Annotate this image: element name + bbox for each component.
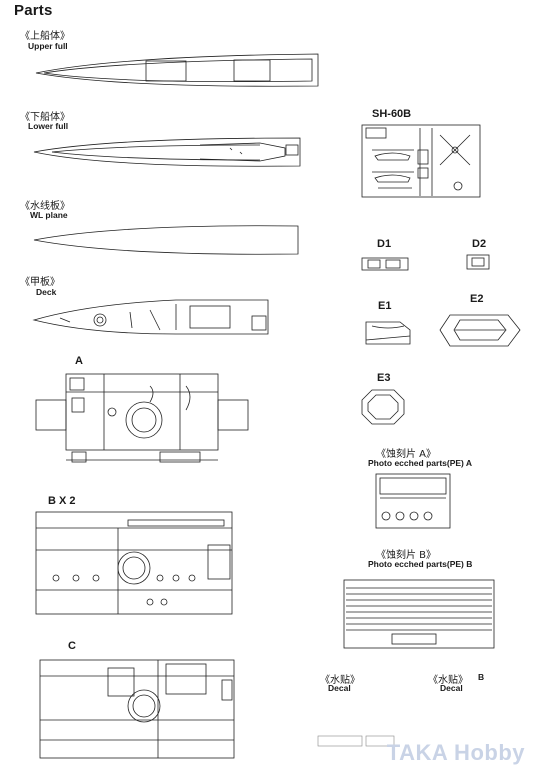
pe-a-cn-label: 《蚀刻片 A》 bbox=[376, 449, 437, 460]
lower-hull-drawing bbox=[33, 137, 301, 167]
sh60b-sprue-drawing bbox=[361, 124, 481, 198]
pe-a-drawing bbox=[375, 473, 451, 529]
e2-label: E2 bbox=[470, 293, 484, 305]
decal-a-cn-label: 《水贴》 bbox=[320, 675, 360, 686]
deck-cn-label: 《甲板》 bbox=[20, 277, 60, 288]
decal-b-cn-label: 《水贴》 bbox=[428, 675, 468, 686]
d2-part-drawing bbox=[466, 254, 490, 270]
pe-a-en-label: Photo ecched parts(PE) A bbox=[368, 458, 473, 468]
upper-hull-cn-label: 《上船体》 bbox=[20, 31, 70, 42]
sprue-a-label: A bbox=[75, 355, 83, 367]
pe-b-cn-label: 《蚀刻片 B》 bbox=[376, 550, 437, 561]
wl-plane-drawing bbox=[33, 225, 299, 255]
decal-b-suffix-label: B bbox=[478, 672, 485, 682]
page-title: Parts bbox=[14, 2, 53, 19]
e2-part-drawing bbox=[439, 314, 521, 347]
d2-label: D2 bbox=[472, 238, 487, 250]
d1-part-drawing bbox=[361, 257, 409, 271]
watermark-logo: TAKA Hobby bbox=[386, 740, 525, 765]
sprue-a-drawing bbox=[35, 373, 249, 463]
pe-b-drawing bbox=[343, 579, 495, 649]
e3-label: E3 bbox=[377, 372, 391, 384]
sprue-b-drawing bbox=[35, 511, 233, 615]
upper-hull-drawing bbox=[35, 53, 319, 87]
lower-hull-en-label: Lower full bbox=[28, 121, 69, 131]
pe-b-en-label: Photo ecched parts(PE) B bbox=[368, 559, 473, 569]
sprue-c-label: C bbox=[68, 640, 76, 652]
e1-part-drawing bbox=[365, 321, 411, 345]
upper-hull-en-label: Upper full bbox=[28, 41, 68, 51]
deck-en-label: Deck bbox=[36, 287, 57, 297]
decal-a-en-label: Decal bbox=[328, 683, 351, 693]
lower-hull-cn-label: 《下船体》 bbox=[20, 112, 70, 123]
deck-drawing bbox=[32, 299, 269, 335]
sh60b-label: SH-60B bbox=[372, 108, 412, 120]
d1-label: D1 bbox=[377, 238, 392, 250]
decal-sheet-drawing bbox=[317, 735, 395, 747]
wl-plane-en-label: WL plane bbox=[30, 210, 68, 220]
sprue-b-label: B X 2 bbox=[48, 495, 76, 507]
sprue-c-drawing bbox=[39, 659, 235, 759]
decal-b-en-label: Decal bbox=[440, 683, 463, 693]
e1-label: E1 bbox=[378, 300, 392, 312]
e3-part-drawing bbox=[361, 389, 405, 425]
wl-plane-cn-label: 《水线板》 bbox=[20, 201, 70, 212]
